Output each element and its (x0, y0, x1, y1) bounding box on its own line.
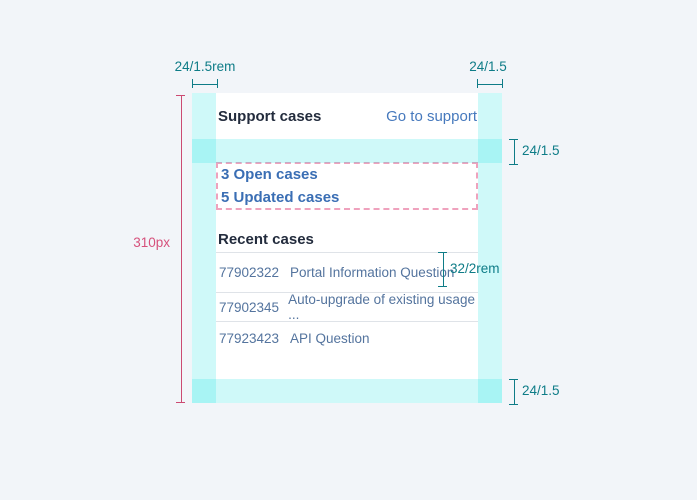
top-left-spacing-ruler (192, 79, 218, 88)
right-bottom-spacing-label: 24/1.5 (522, 383, 560, 398)
top-left-spacing-label: 24/1.5rem (174, 59, 236, 74)
spacing-highlight-bottom (192, 379, 502, 403)
spacing-highlight-right (478, 93, 502, 403)
updated-cases-link[interactable]: 5 Updated cases (221, 189, 340, 206)
spacing-highlight-top (192, 139, 502, 163)
case-title: Auto-upgrade of existing usage ... (288, 292, 475, 322)
spacing-highlight-left (192, 93, 216, 403)
support-cases-card: Support cases Go to support 3 Open cases… (192, 93, 502, 403)
recent-cases-table: 77902322 Portal Information Question 779… (216, 252, 478, 355)
case-row[interactable]: 77902322 Portal Information Question (216, 252, 478, 292)
case-title: Portal Information Question (290, 265, 455, 280)
case-id: 77902345 (219, 299, 280, 315)
case-id: 77902322 (219, 265, 280, 280)
go-to-support-link[interactable]: Go to support (386, 107, 477, 125)
card-header: Support cases Go to support (218, 93, 477, 139)
right-top-spacing-ruler (509, 139, 518, 165)
top-right-spacing-ruler (477, 79, 503, 88)
summary-links-box: 3 Open cases 5 Updated cases (216, 162, 478, 210)
card-title: Support cases (218, 107, 322, 125)
case-row[interactable]: 77923423 API Question (216, 321, 478, 355)
row-height-ruler (438, 252, 447, 287)
right-bottom-spacing-ruler (509, 379, 518, 405)
right-top-spacing-label: 24/1.5 (522, 143, 560, 158)
top-right-spacing-label: 24/1.5 (469, 59, 507, 74)
card-height-ruler (176, 95, 185, 403)
case-id: 77923423 (219, 331, 280, 346)
open-cases-link[interactable]: 3 Open cases (221, 166, 318, 183)
row-height-label: 32/2rem (450, 261, 500, 276)
case-row[interactable]: 77902345 Auto-upgrade of existing usage … (216, 292, 478, 322)
case-title: API Question (290, 331, 370, 346)
card-height-label: 310px (133, 235, 170, 250)
recent-cases-heading: Recent cases (218, 231, 314, 248)
